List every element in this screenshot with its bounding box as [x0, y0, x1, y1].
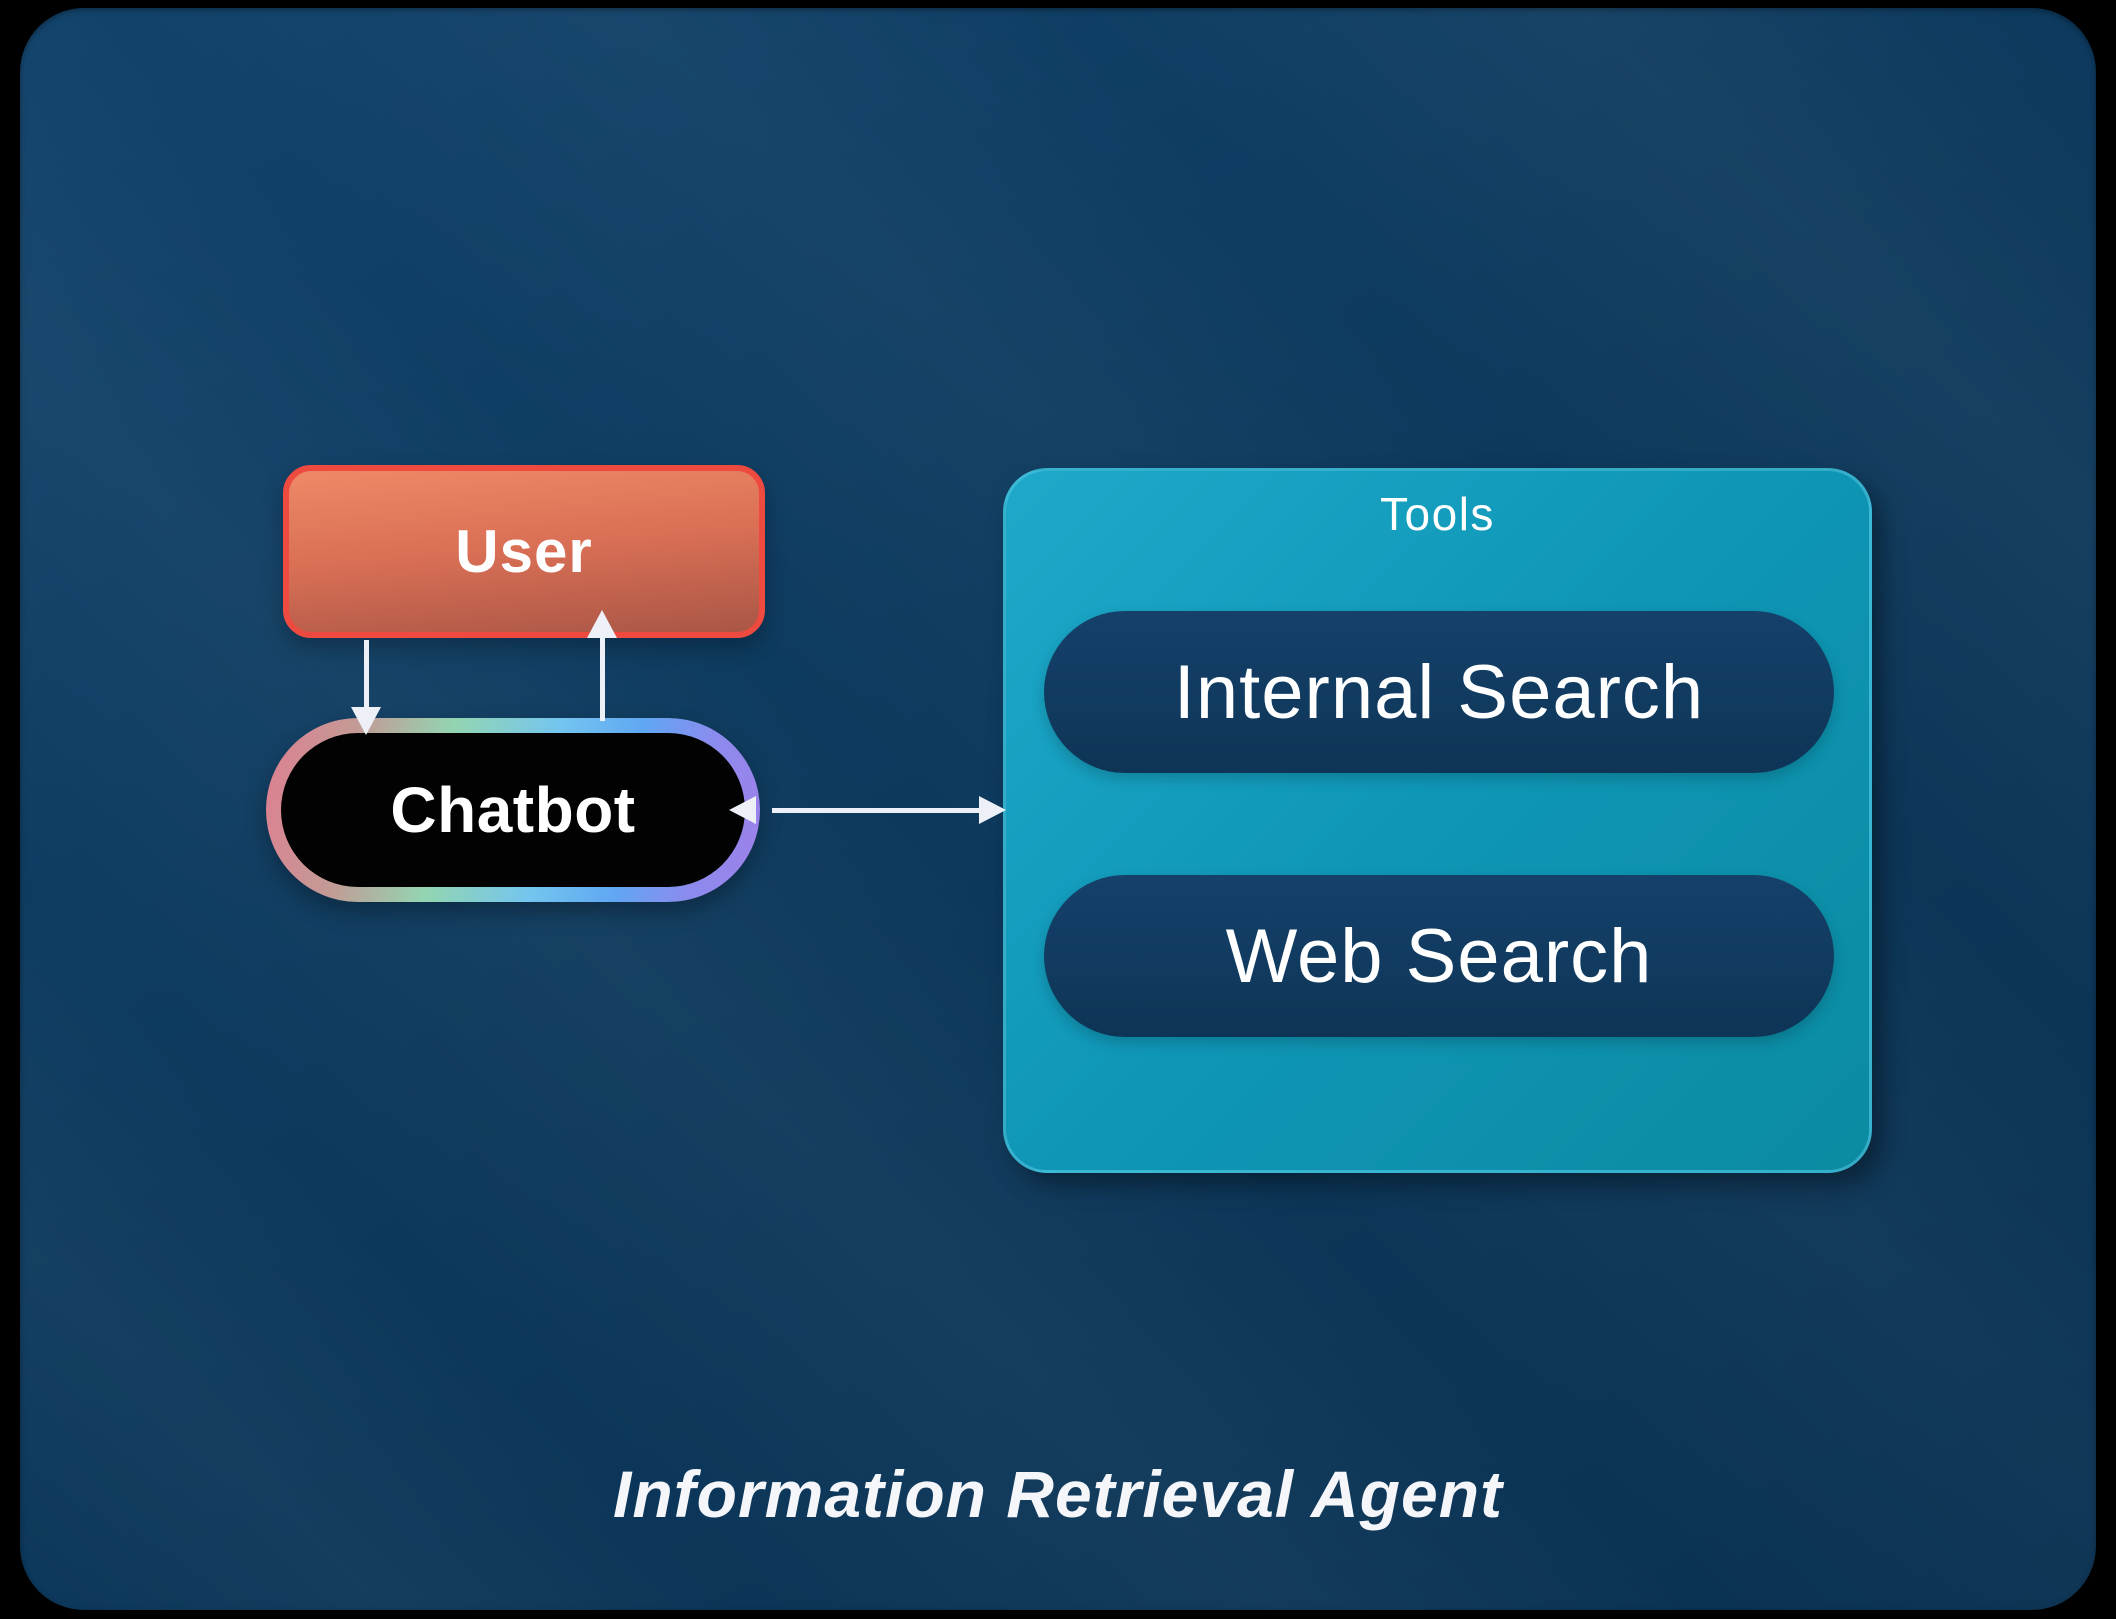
- arrow-line: [364, 640, 369, 710]
- node-web-search: Web Search: [1044, 875, 1834, 1037]
- arrowhead-up-icon: [587, 610, 617, 638]
- arrowhead-right-icon: [979, 796, 1006, 824]
- arrow-line: [600, 637, 605, 721]
- tools-container-label: Tools: [1380, 488, 1495, 540]
- arrow-line: [772, 808, 984, 813]
- node-internal-search: Internal Search: [1044, 611, 1834, 773]
- node-chatbot: Chatbot: [281, 733, 745, 887]
- chatbot-gradient-ring: Chatbot: [266, 718, 760, 902]
- node-internal-search-label: Internal Search: [1173, 649, 1705, 735]
- node-web-search-label: Web Search: [1225, 913, 1653, 999]
- diagram-title: Information Retrieval Agent: [613, 1457, 1503, 1531]
- diagram-canvas: User Chatbot Tools Internal Search Web S…: [20, 8, 2096, 1610]
- arrowhead-down-icon: [351, 707, 381, 735]
- arrowhead-left-icon: [729, 796, 756, 824]
- node-chatbot-label: Chatbot: [390, 774, 636, 846]
- node-tools-container: Tools Internal Search Web Search: [1003, 468, 1872, 1173]
- node-user: User: [283, 465, 765, 638]
- node-user-label: User: [455, 518, 593, 585]
